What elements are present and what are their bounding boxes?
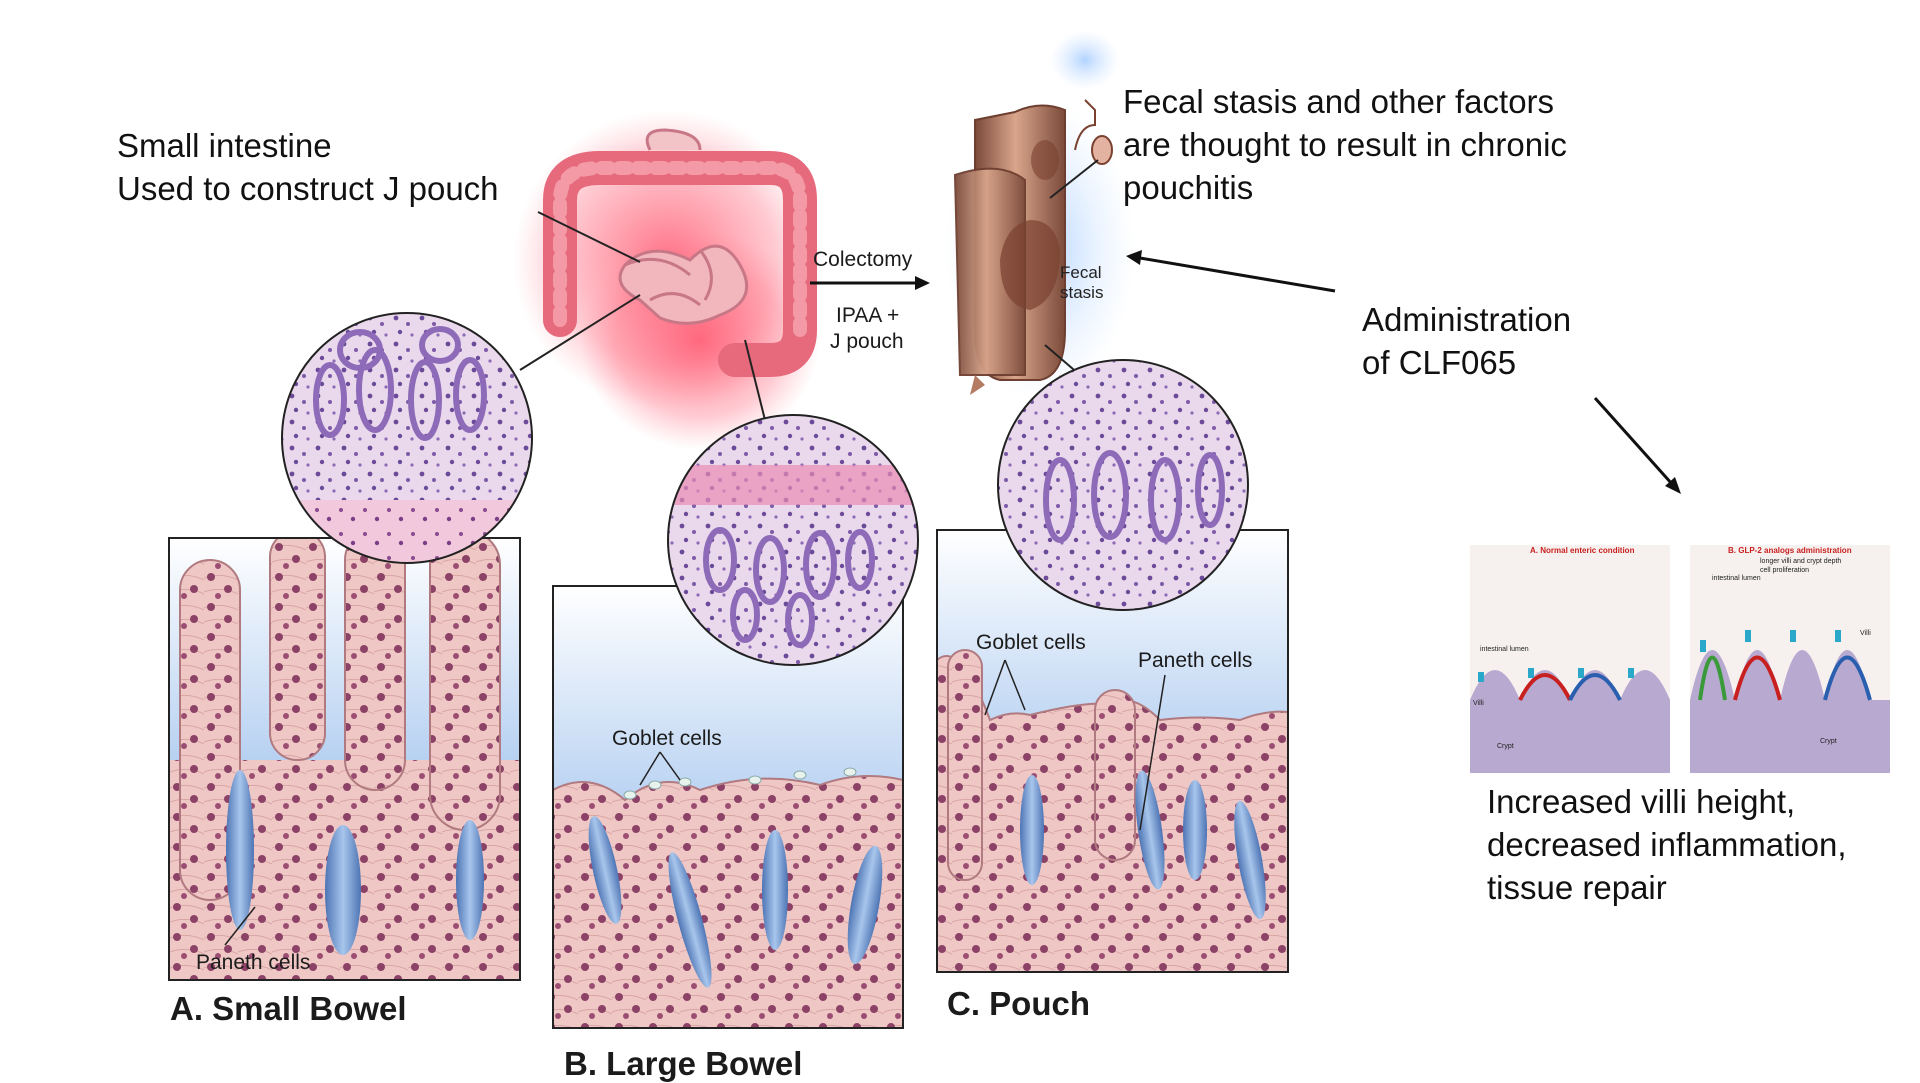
inset-crypt-b: Crypt — [1820, 738, 1837, 745]
colon-illustration — [513, 110, 823, 450]
fecal-stasis-note-line3: pouchitis — [1123, 169, 1254, 206]
inset-note-1: longer villi and crypt depth — [1760, 558, 1842, 565]
clf065-label: of CLF065 — [1362, 344, 1517, 381]
inset-panel-b-title: B. GLP-2 analogs administration — [1728, 546, 1852, 555]
colectomy-arrow — [810, 276, 930, 290]
ipaa-label: IPAA + — [836, 304, 900, 327]
panel-b-title: B. Large Bowel — [564, 1045, 803, 1082]
inset-lumen-b: intestinal lumen — [1712, 575, 1761, 582]
goblet-cells-b-label: Goblet cells — [612, 727, 722, 750]
histology-circle-c — [997, 359, 1249, 611]
j-pouch-construct-label: Used to construct J pouch — [117, 170, 499, 207]
result-line2: decreased inflammation, — [1487, 826, 1847, 863]
small-intestine-label: Small intestine — [117, 127, 332, 164]
inset-note-2: cell proliferation — [1760, 567, 1810, 574]
result-line3: tissue repair — [1487, 869, 1667, 906]
administration-arrow — [1126, 250, 1336, 293]
fecal-label: Fecal — [1060, 263, 1102, 282]
inset-crypt-a: Crypt — [1497, 743, 1514, 750]
paneth-cells-c-label: Paneth cells — [1138, 649, 1253, 672]
administration-label: Administration — [1362, 301, 1572, 338]
inset-figure — [1470, 545, 1890, 773]
histology-circle-b — [667, 414, 919, 666]
inset-panel-a-title: A. Normal enteric condition — [1530, 546, 1635, 555]
colectomy-label: Colectomy — [813, 248, 913, 271]
result-line1: Increased villi height, — [1487, 783, 1796, 820]
j-pouch-illustration — [945, 30, 1135, 400]
fecal-stasis-note-line2: are thought to result in chronic — [1123, 126, 1567, 163]
panel-c-title: C. Pouch — [947, 985, 1091, 1022]
paneth-cells-a-label: Paneth cells — [196, 951, 311, 974]
fecal-stasis-note-line1: Fecal stasis and other factors — [1123, 83, 1555, 120]
panel-a-title: A. Small Bowel — [170, 990, 407, 1027]
inset-villi-a: Villi — [1473, 700, 1484, 707]
histology-circle-a — [281, 312, 533, 564]
inset-lumen-a: intestinal lumen — [1480, 646, 1529, 653]
j-pouch-label: J pouch — [830, 330, 904, 353]
panel-b-large-bowel — [552, 585, 904, 1029]
result-arrow — [1593, 396, 1681, 494]
panel-a-small-bowel — [168, 537, 521, 981]
inset-villi-b: Villi — [1860, 630, 1871, 637]
goblet-cells-c-label: Goblet cells — [976, 631, 1086, 654]
stasis-label: stasis — [1060, 283, 1104, 302]
